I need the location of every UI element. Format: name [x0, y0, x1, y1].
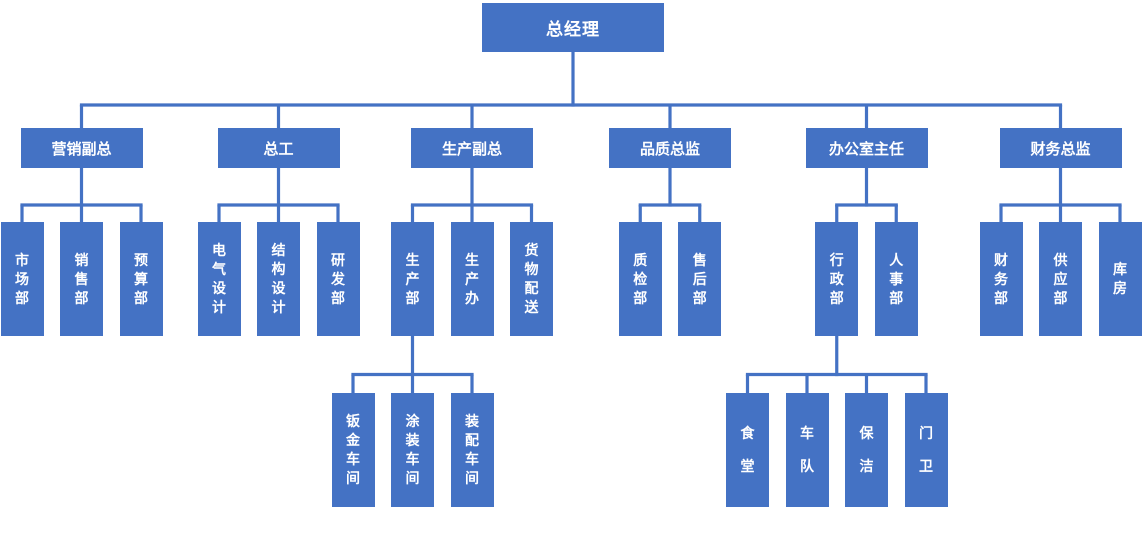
- org-node: 财务部: [979, 222, 1023, 336]
- org-node-label: 车队: [800, 425, 814, 474]
- org-node-label: 销售部: [74, 251, 89, 306]
- org-node-label: 研发部: [331, 251, 345, 306]
- org-node-label: 涂装车间: [405, 413, 420, 486]
- org-node: 供应部: [1039, 222, 1082, 336]
- org-node: 销售部: [60, 222, 103, 336]
- org-node-label: 预算部: [134, 251, 148, 306]
- org-node: 研发部: [316, 222, 360, 336]
- org-node-label: 生产副总: [441, 140, 502, 158]
- org-node-label: 财务部: [994, 251, 1008, 306]
- org-node: 库房: [1098, 222, 1142, 336]
- org-node-label: 行政部: [829, 251, 844, 306]
- org-node-label: 食堂: [740, 425, 755, 474]
- org-node-label: 生产办: [465, 251, 479, 306]
- org-node: 保洁: [845, 393, 888, 507]
- org-node-label: 人事部: [889, 251, 904, 306]
- org-node-label: 供应部: [1053, 251, 1068, 306]
- org-node: 营销副总: [20, 128, 143, 168]
- org-node-root: 总经理: [482, 3, 664, 52]
- org-node: 财务总监: [999, 128, 1122, 168]
- org-node: 售后部: [678, 222, 722, 336]
- org-node: 生产副总: [411, 128, 533, 168]
- org-node-label: 市场部: [15, 251, 29, 306]
- org-node: 涂装车间: [391, 393, 434, 507]
- org-node: 电气设计: [197, 222, 241, 336]
- org-node-label: 营销副总: [51, 140, 112, 158]
- org-node-label: 电气设计: [212, 242, 226, 315]
- org-node-label: 总工: [263, 140, 294, 158]
- org-node: 行政部: [815, 222, 859, 336]
- org-node-label: 财务总监: [1030, 140, 1091, 158]
- org-node-label: 质检部: [633, 251, 648, 306]
- org-node: 生产办: [450, 222, 494, 336]
- org-node: 品质总监: [609, 128, 731, 168]
- org-node-label: 品质总监: [639, 140, 700, 158]
- org-node-label: 保洁: [859, 425, 874, 474]
- org-node: 人事部: [874, 222, 918, 336]
- org-node-label: 装配车间: [465, 413, 479, 486]
- org-node-label: 总经理: [546, 20, 600, 39]
- org-node-label: 结构设计: [271, 242, 286, 315]
- org-node-label: 办公室主任: [828, 140, 904, 158]
- org-node: 总工: [217, 128, 340, 168]
- org-node-label: 货物配送: [524, 242, 539, 315]
- org-node: 预算部: [119, 222, 163, 336]
- org-node-label: 生产部: [405, 251, 420, 306]
- org-node: 钣金车间: [331, 393, 375, 507]
- org-node: 门卫: [904, 393, 948, 507]
- org-node: 办公室主任: [805, 128, 928, 168]
- org-node: 市场部: [0, 222, 44, 336]
- org-node-label: 门卫: [919, 425, 933, 474]
- org-node: 装配车间: [450, 393, 494, 507]
- org-node-label: 钣金车间: [346, 413, 360, 486]
- org-node: 食堂: [726, 393, 769, 507]
- org-node-label: 库房: [1113, 261, 1127, 296]
- org-node: 质检部: [618, 222, 662, 336]
- org-node: 车队: [785, 393, 829, 507]
- org-node-label: 售后部: [692, 251, 707, 306]
- org-node: 生产部: [391, 222, 434, 336]
- org-node: 货物配送: [510, 222, 553, 336]
- org-node: 结构设计: [257, 222, 300, 336]
